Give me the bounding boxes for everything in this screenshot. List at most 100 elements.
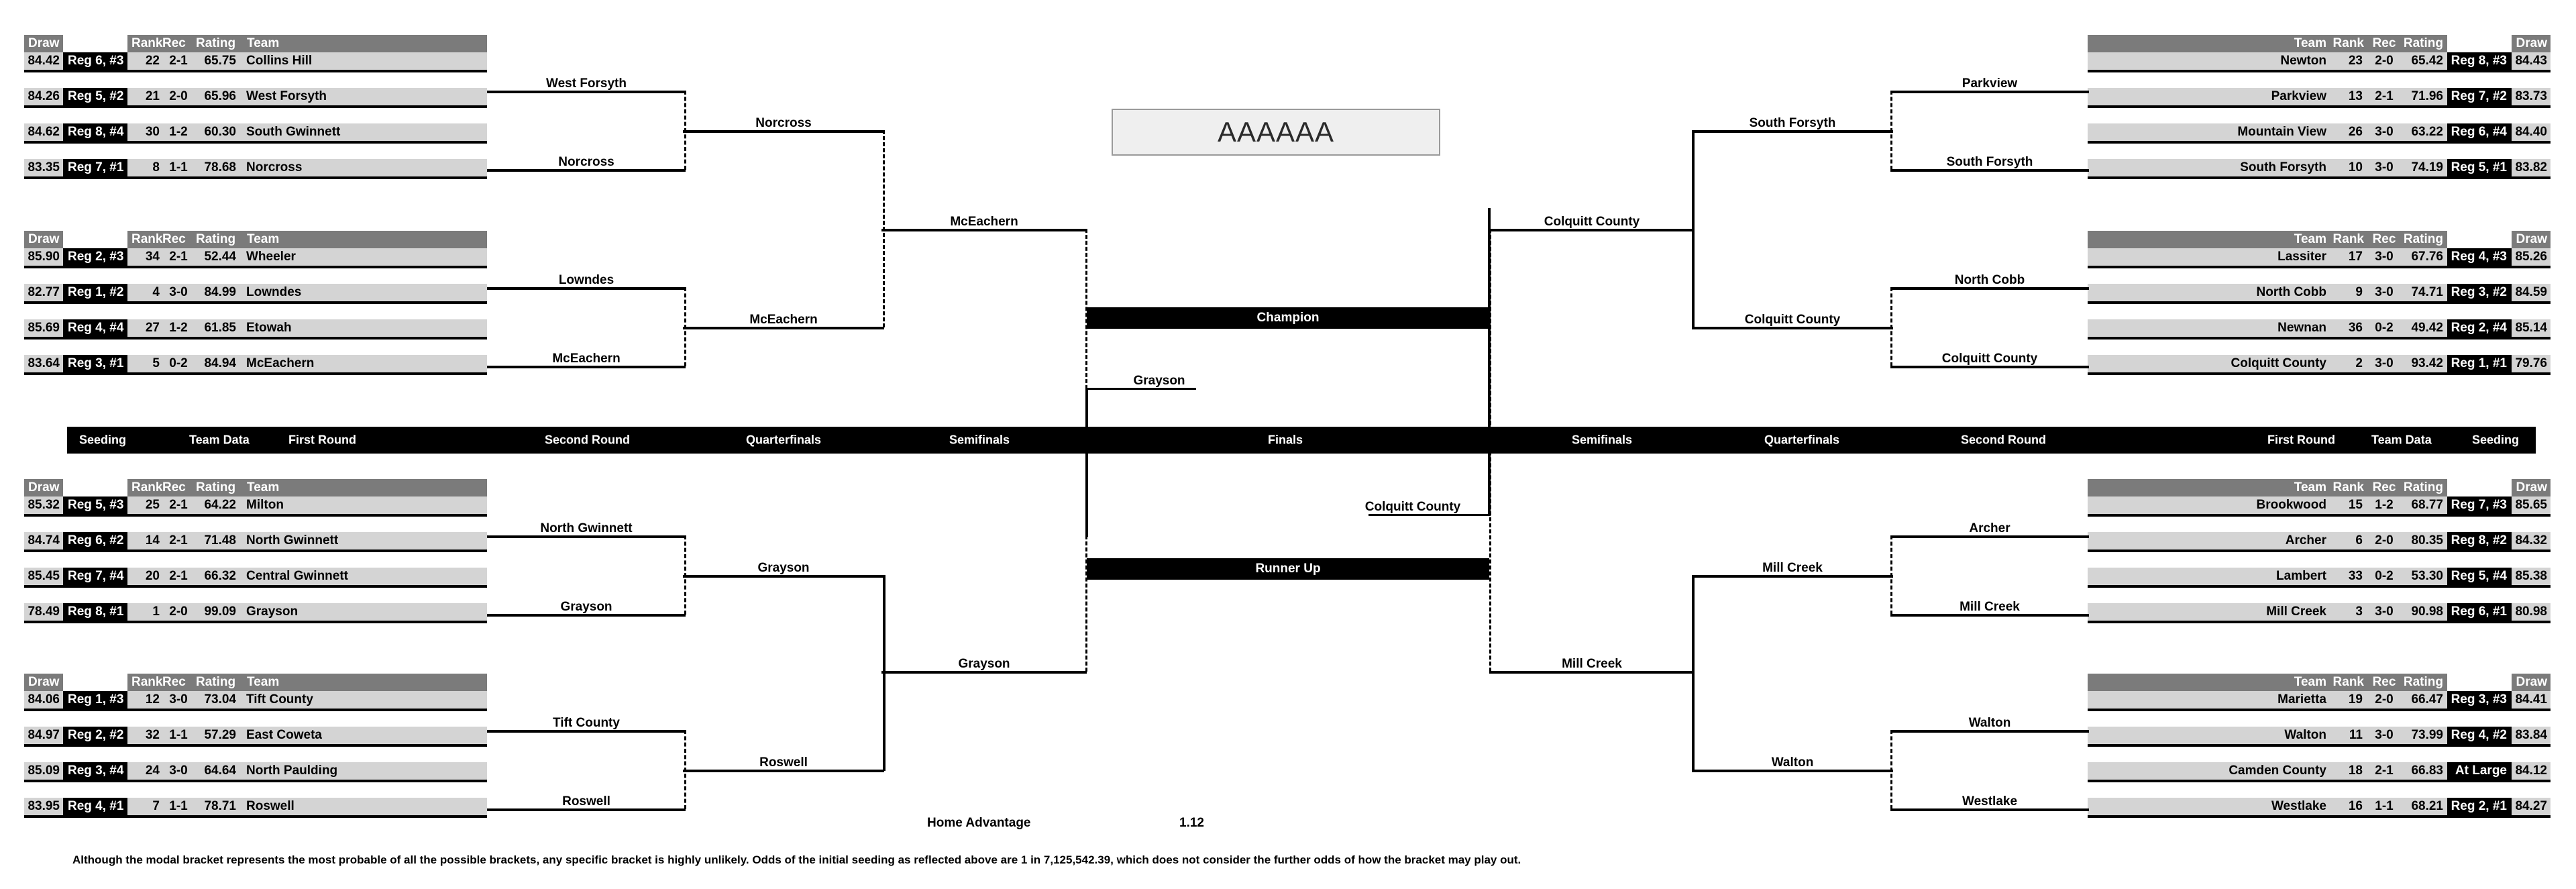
cell-team: Westlake [2271,799,2326,813]
table-row[interactable]: Westlake 16 1-1 68.21 Reg 2, #1 84.27 [2088,798,2551,818]
runner-up-label: Runner Up [1255,562,1321,576]
cell-draw: 85.32 [24,496,63,514]
table-row[interactable]: 84.26 Reg 5, #2 21 2-0 65.96 West Forsyt… [24,88,487,108]
table-row[interactable]: North Cobb 9 3-0 74.71 Reg 3, #2 84.59 [2088,284,2551,304]
header-team: Team [247,480,280,494]
table-row[interactable]: Lassiter 17 3-0 67.76 Reg 4, #3 85.26 [2088,248,2551,268]
table-row[interactable]: 84.06 Reg 1, #3 12 3-0 73.04 Tift County [24,691,487,711]
advance-label-right-r1-0: Parkview [1962,76,2018,91]
bracket-line-r4 [1085,388,1196,390]
cell-rec: 3-0 [169,692,188,707]
advance-label-right-r1-4: Archer [1969,521,2010,535]
cell-draw: 85.14 [2512,319,2551,337]
table-row[interactable]: Archer 6 2-0 80.35 Reg 8, #2 84.32 [2088,532,2551,552]
bracket-line-r1 [487,169,686,172]
team-data-group-left-q1: Draw Rank Rec Rating Team 84.42 Reg 6, #… [24,35,487,179]
cell-rec: 2-1 [169,250,188,264]
cell-draw: 79.76 [2512,355,2551,372]
cell-seed: Reg 2, #4 [2447,319,2512,337]
table-row[interactable]: 84.42 Reg 6, #3 22 2-1 65.75 Collins Hil… [24,52,487,72]
round-label-finals: Finals [1268,433,1303,447]
cell-rank: 20 [145,569,160,583]
cell-rating: 80.35 [2411,533,2443,547]
table-row[interactable]: Mill Creek 3 3-0 90.98 Reg 6, #1 80.98 [2088,603,2551,623]
team-data-group-right-q3: Team Rank Rec Rating Draw Brookwood 15 1… [2088,479,2551,623]
cell-seed: Reg 7, #3 [2447,496,2512,514]
cell-rating: 78.68 [204,160,236,174]
advance-label-left-r1-4: North Gwinnett [540,521,633,535]
header-team: Team [247,36,280,50]
table-row[interactable]: Colquitt County 2 3-0 93.42 Reg 1, #1 79… [2088,355,2551,375]
cell-seed: Reg 2, #2 [63,727,127,744]
table-row[interactable]: 84.74 Reg 6, #2 14 2-1 71.48 North Gwinn… [24,532,487,552]
cell-seed: Reg 7, #4 [63,568,127,585]
table-row[interactable]: Camden County 18 2-1 66.83 At Large 84.1… [2088,762,2551,782]
table-row[interactable]: Parkview 13 2-1 71.96 Reg 7, #2 83.73 [2088,88,2551,108]
cell-rec: 2-1 [2375,764,2394,778]
cell-draw: 84.74 [24,532,63,550]
cell-rating: 57.29 [204,728,236,742]
cell-draw: 84.41 [2512,691,2551,709]
bracket-line-r2 [1692,575,1893,578]
bracket-line-r2 [683,770,884,772]
bracket-line-r1 [1890,287,2089,290]
cell-rating: 99.09 [204,605,236,619]
bracket-line-r1 [1890,614,2089,617]
table-row[interactable]: 85.45 Reg 7, #4 20 2-1 66.32 Central Gwi… [24,568,487,588]
header-seed [2447,231,2512,248]
table-row[interactable]: South Forsyth 10 3-0 74.19 Reg 5, #1 83.… [2088,159,2551,179]
header-team: Team [2294,675,2326,689]
cell-team: South Gwinnett [246,125,341,139]
table-row[interactable]: 84.62 Reg 8, #4 30 1-2 60.30 South Gwinn… [24,123,487,144]
table-row[interactable]: 78.49 Reg 8, #1 1 2-0 99.09 Grayson [24,603,487,623]
cell-rec: 1-1 [169,728,188,742]
header-rating: Rating [2403,480,2443,494]
cell-rank: 34 [145,250,160,264]
cell-team: Lassiter [2277,250,2326,264]
cell-draw: 85.38 [2512,568,2551,585]
cell-seed: Reg 5, #1 [2447,159,2512,176]
table-row[interactable]: Mountain View 26 3-0 63.22 Reg 6, #4 84.… [2088,123,2551,144]
cell-seed: Reg 4, #2 [2447,727,2512,744]
cell-draw: 85.45 [24,568,63,585]
header-rating: Rating [196,36,236,50]
table-row[interactable]: Lambert 33 0-2 53.30 Reg 5, #4 85.38 [2088,568,2551,588]
cell-team: Archer [2285,533,2326,547]
bracket-line-r2 [1692,770,1893,772]
table-row[interactable]: 82.77 Reg 1, #2 4 3-0 84.99 Lowndes [24,284,487,304]
cell-rank: 16 [2348,799,2363,813]
table-row[interactable]: 85.69 Reg 4, #4 27 1-2 61.85 Etowah [24,319,487,339]
cell-rank: 9 [2355,285,2363,299]
table-row[interactable]: Newnan 36 0-2 49.42 Reg 2, #4 85.14 [2088,319,2551,339]
table-row[interactable]: Newton 23 2-0 65.42 Reg 8, #3 84.43 [2088,52,2551,72]
cell-team: Parkview [2271,89,2326,103]
table-row[interactable]: Marietta 19 2-0 66.47 Reg 3, #3 84.41 [2088,691,2551,711]
advance-label-left-r2-0: Norcross [755,116,812,130]
cell-rating: 49.42 [2411,321,2443,335]
table-row[interactable]: 83.35 Reg 7, #1 8 1-1 78.68 Norcross [24,159,487,179]
cell-rating: 73.99 [2411,728,2443,742]
table-row[interactable]: 83.95 Reg 4, #1 7 1-1 78.71 Roswell [24,798,487,818]
cell-rank: 15 [2348,498,2363,512]
advance-label-right-r2-1: Colquitt County [1744,313,1841,327]
cell-seed: Reg 3, #3 [2447,691,2512,709]
advance-label-right-r2-3: Walton [1771,755,1814,770]
header-rank: Rank [131,232,163,246]
table-row[interactable]: 84.97 Reg 2, #2 32 1-1 57.29 East Coweta [24,727,487,747]
table-row[interactable]: 85.90 Reg 2, #3 34 2-1 52.44 Wheeler [24,248,487,268]
table-row[interactable]: 85.09 Reg 3, #4 24 3-0 64.64 North Pauld… [24,762,487,782]
cell-draw: 84.43 [2512,52,2551,70]
table-row[interactable]: Brookwood 15 1-2 68.77 Reg 7, #3 85.65 [2088,496,2551,517]
advance-label-right-r1-3: Colquitt County [1941,352,2038,366]
bracket-connector [1488,208,1491,515]
table-row[interactable]: 85.32 Reg 5, #3 25 2-1 64.22 Milton [24,496,487,517]
table-row[interactable]: 83.64 Reg 3, #1 5 0-2 84.94 McEachern [24,355,487,375]
cell-draw: 85.09 [24,762,63,780]
header-rec: Rec [2372,36,2396,50]
cell-team: Milton [246,498,284,512]
cell-team: North Cobb [2256,285,2326,299]
table-row[interactable]: Walton 11 3-0 73.99 Reg 4, #2 83.84 [2088,727,2551,747]
cell-draw: 83.64 [24,355,63,372]
cell-draw: 85.65 [2512,496,2551,514]
bracket-line-r1 [487,366,686,368]
